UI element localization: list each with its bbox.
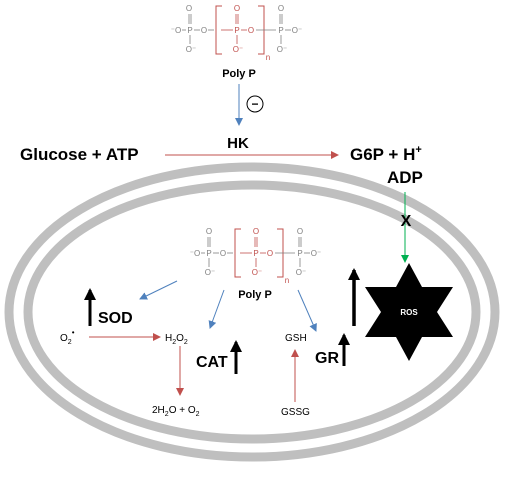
atom-label: O [248, 26, 254, 35]
atom-label: O⁻ [186, 45, 196, 54]
atom-label: P [206, 249, 211, 258]
atom-label: P [234, 26, 239, 35]
atom-label: O [220, 249, 226, 258]
inner-membrane [23, 180, 481, 444]
reaction-right-second: ADP [387, 168, 423, 187]
polyp-to-cat-arrow [208, 289, 225, 329]
atom-label: P [253, 249, 258, 258]
atom-label: ⁻O [190, 249, 200, 258]
h2o2-label: H2O2 [165, 333, 188, 346]
hk-enzyme-label: HK [227, 135, 249, 152]
atom-label: P [297, 249, 302, 258]
gsh-label: GSH [285, 333, 307, 344]
atom-label: O⁻ [311, 249, 321, 258]
atom-label: O [253, 227, 259, 236]
cat-label: CAT [196, 354, 228, 371]
subscript-n: n [285, 276, 289, 285]
ros-star-shape [365, 263, 453, 361]
inhibition-circle [246, 95, 264, 113]
atom-label: O [297, 227, 303, 236]
atom-label: O [186, 4, 192, 13]
gssg-label: GSSG [281, 407, 310, 418]
subscript-n: n [266, 53, 270, 62]
reaction-right-main: G6P + H+ [350, 144, 422, 164]
polyp-label-top: Poly P [222, 68, 256, 80]
polyp-label-inner: Poly P [238, 289, 272, 301]
atom-label: O [234, 4, 240, 13]
water-oxygen-label: 2H2O + O2 [152, 405, 200, 418]
polyp-to-sod-arrow [139, 280, 178, 300]
gr-label: GR [315, 350, 339, 367]
polyp-to-gr-arrow [297, 289, 317, 332]
atom-label: O⁻ [205, 268, 215, 277]
reaction-left: Glucose + ATP [20, 145, 139, 164]
atom-label: O⁻ [277, 45, 287, 54]
block-mark: X [401, 213, 412, 230]
outer-membrane [4, 162, 500, 462]
atom-label: O⁻ [292, 26, 302, 35]
polyp-structure-top: O ⁻O P O O⁻ O P O O⁻ n O P O⁻ O⁻ [171, 4, 302, 62]
atom-label: O [201, 26, 207, 35]
atom-label: O [206, 227, 212, 236]
ros-label: ROS [400, 308, 418, 317]
atom-label: O⁻ [252, 268, 262, 277]
sod-label: SOD [98, 310, 133, 327]
atom-label: ⁻O [171, 26, 181, 35]
atom-label: O [278, 4, 284, 13]
superoxide-label: O2• [60, 328, 75, 346]
atom-label: O⁻ [233, 45, 243, 54]
atom-label: O⁻ [296, 268, 306, 277]
polyp-structure-inner: O ⁻O P O O⁻ O P O O⁻ n O P O⁻ O⁻ [190, 227, 321, 285]
atom-label: O [267, 249, 273, 258]
atom-label: P [278, 26, 283, 35]
inhibition-symbol: − [251, 97, 258, 111]
atom-label: P [187, 26, 192, 35]
